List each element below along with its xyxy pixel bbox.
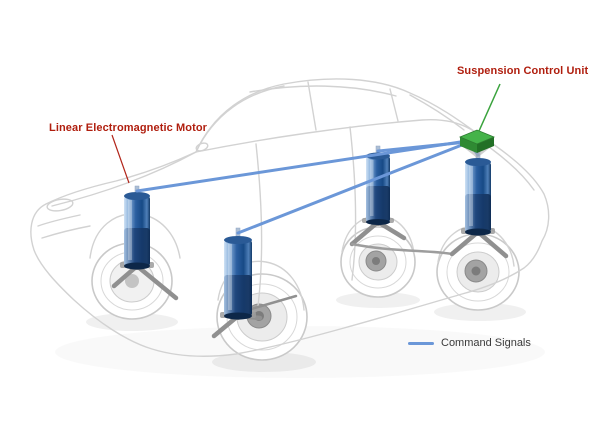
car-c-pillar [389,88,399,122]
car-grille-line-1 [37,214,81,227]
motor-label-leader-line [111,134,130,184]
car-grille-line-2 [41,225,91,239]
legend-command-signals: Command Signals [408,337,531,349]
linear-electromagnetic-motor-front-left [120,185,154,270]
command-signal-line-rear-left [376,140,469,153]
car-hood-crease [51,151,197,207]
car-beltline [195,118,479,153]
car-b-pillar [307,81,317,131]
car-headlight [46,198,74,212]
car-windshield [195,85,285,153]
command-signal-legend-label: Command Signals [441,337,531,349]
car-door-seam-front [255,143,263,307]
car-rear-window [409,94,465,131]
linear-electromagnetic-motor-rear-right [461,149,495,236]
command-signal-line-front-left [135,139,469,193]
command-signal-line-front-right [236,141,469,235]
wheels [91,226,520,361]
linear-electromagnetic-motor-label: Linear Electromagnetic Motor [49,122,208,134]
linear-electromagnetic-motor-front-right [220,227,256,320]
linear-electromagnetic-motor-rear-left [362,145,394,225]
suspension-control-unit-label: Suspension Control Unit [457,65,589,77]
car-roof-inner [249,85,397,97]
car-door-seam-rear [349,126,357,281]
car-body-silhouette [30,78,550,357]
car-shadow [86,292,526,372]
command-signal-legend-line [408,341,434,345]
wheel-rear-right [436,233,520,311]
control-unit-leader-line [478,83,501,132]
car-outline [30,78,550,357]
car-mirror [195,142,209,152]
suspension-control-unit [458,129,496,158]
